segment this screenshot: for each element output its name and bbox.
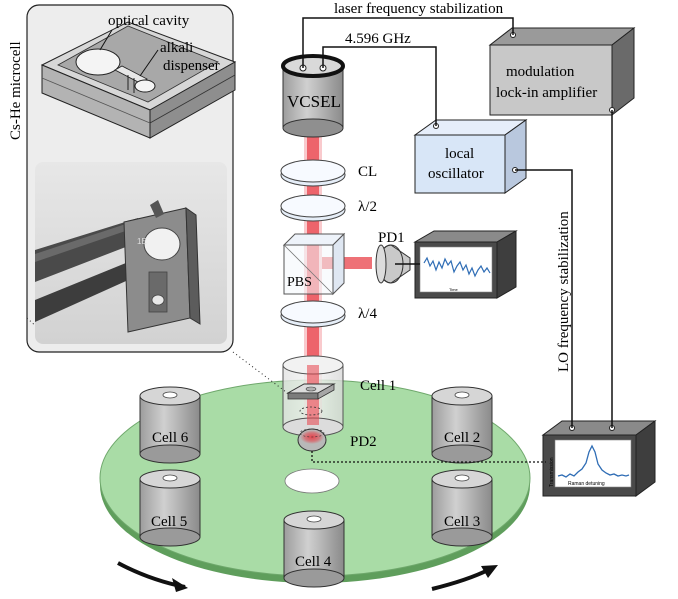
cell-5: Cell 5 — [139, 469, 201, 547]
inset-title: Cs-He microcell — [8, 41, 24, 140]
cell-2: Cell 2 — [431, 386, 493, 464]
photo-marking: 1E — [137, 237, 147, 246]
microcell-inset: optical cavity alkali dispenser 1E Cs-He… — [8, 4, 291, 396]
inset-guide-left — [26, 317, 41, 331]
cell-3: Cell 3 — [431, 469, 493, 547]
lo-label-line1: local — [445, 146, 474, 162]
photodiode-pd1: PD1 — [375, 230, 411, 284]
turntable-hole — [284, 468, 340, 494]
cables — [302, 17, 613, 428]
cable-lo-stab — [515, 169, 573, 428]
microcell-photo: 1E — [35, 162, 227, 344]
rotation-arrowhead-right — [481, 565, 498, 578]
cell-6: Cell 6 — [139, 386, 201, 464]
pd1-label: PD1 — [378, 230, 405, 246]
pbs-label: PBS — [287, 275, 312, 290]
half-wave-plate: λ/2 — [280, 194, 377, 222]
freq-4596-label: 4.596 GHz — [345, 31, 411, 47]
cell-1: Cell 1 — [282, 355, 396, 437]
cell-3-label: Cell 3 — [444, 514, 480, 530]
lo-label-line2: oscillator — [428, 166, 484, 182]
alkali-label: alkali — [160, 40, 193, 56]
cell-2-label: Cell 2 — [444, 430, 480, 446]
cable-4596 — [322, 46, 437, 126]
lockin-amplifier: modulation lock-in amplifier — [488, 26, 636, 117]
scope-bottom-ylabel: Transmission — [549, 457, 555, 487]
cell-1-label: Cell 1 — [360, 378, 396, 394]
collimating-lens: CL — [280, 159, 377, 187]
pbs-cube: PBS — [282, 232, 346, 296]
scope-top: Time — [413, 230, 518, 299]
cable-laser-stab — [302, 17, 514, 68]
rotation-arrows — [117, 561, 498, 592]
alkali-pointer — [139, 49, 159, 77]
tweezer-upper — [35, 218, 149, 282]
cl-label: CL — [358, 164, 377, 180]
half-wave-label: λ/2 — [358, 199, 377, 215]
cell-4: Cell 4 — [283, 510, 345, 588]
quarter-wave-plate: λ/4 — [280, 300, 377, 328]
laser-stab-label: laser frequency stabilization — [334, 1, 504, 17]
quarter-wave-label: λ/4 — [358, 306, 377, 322]
turntable — [99, 379, 531, 583]
scope-top-xlabel: Time — [449, 287, 459, 292]
lockin-label-line2: lock-in amplifier — [496, 85, 597, 101]
optical-cavity-pointer — [99, 29, 113, 51]
tweezer-lower — [35, 258, 146, 322]
cell-6-label: Cell 6 — [152, 430, 189, 446]
scope-bottom-trace — [557, 444, 630, 478]
vcsel-label: VCSEL — [287, 92, 341, 111]
vcsel: VCSEL — [281, 54, 345, 138]
lo-stab-label: LO frequency stabilization — [556, 211, 572, 372]
lockin-label-line1: modulation — [506, 64, 575, 80]
scope-bottom: Raman detuning Transmission — [541, 420, 657, 497]
dispenser-label: dispenser — [163, 58, 220, 74]
rotation-arrowhead-left — [172, 578, 188, 592]
scope-top-screen — [419, 246, 493, 293]
scope-bottom-xlabel: Raman detuning — [568, 481, 605, 487]
photodiode-pd2: PD2 — [297, 406, 377, 452]
pd2-label: PD2 — [350, 434, 377, 450]
cell-5-label: Cell 5 — [151, 514, 187, 530]
scope-top-trace — [423, 256, 491, 278]
local-oscillator: local oscillator — [413, 119, 528, 194]
cell-4-label: Cell 4 — [295, 554, 332, 570]
optical-cavity-label: optical cavity — [108, 13, 190, 29]
rotation-arrow-right — [431, 568, 489, 591]
microcell-chip-drawing — [40, 21, 237, 139]
